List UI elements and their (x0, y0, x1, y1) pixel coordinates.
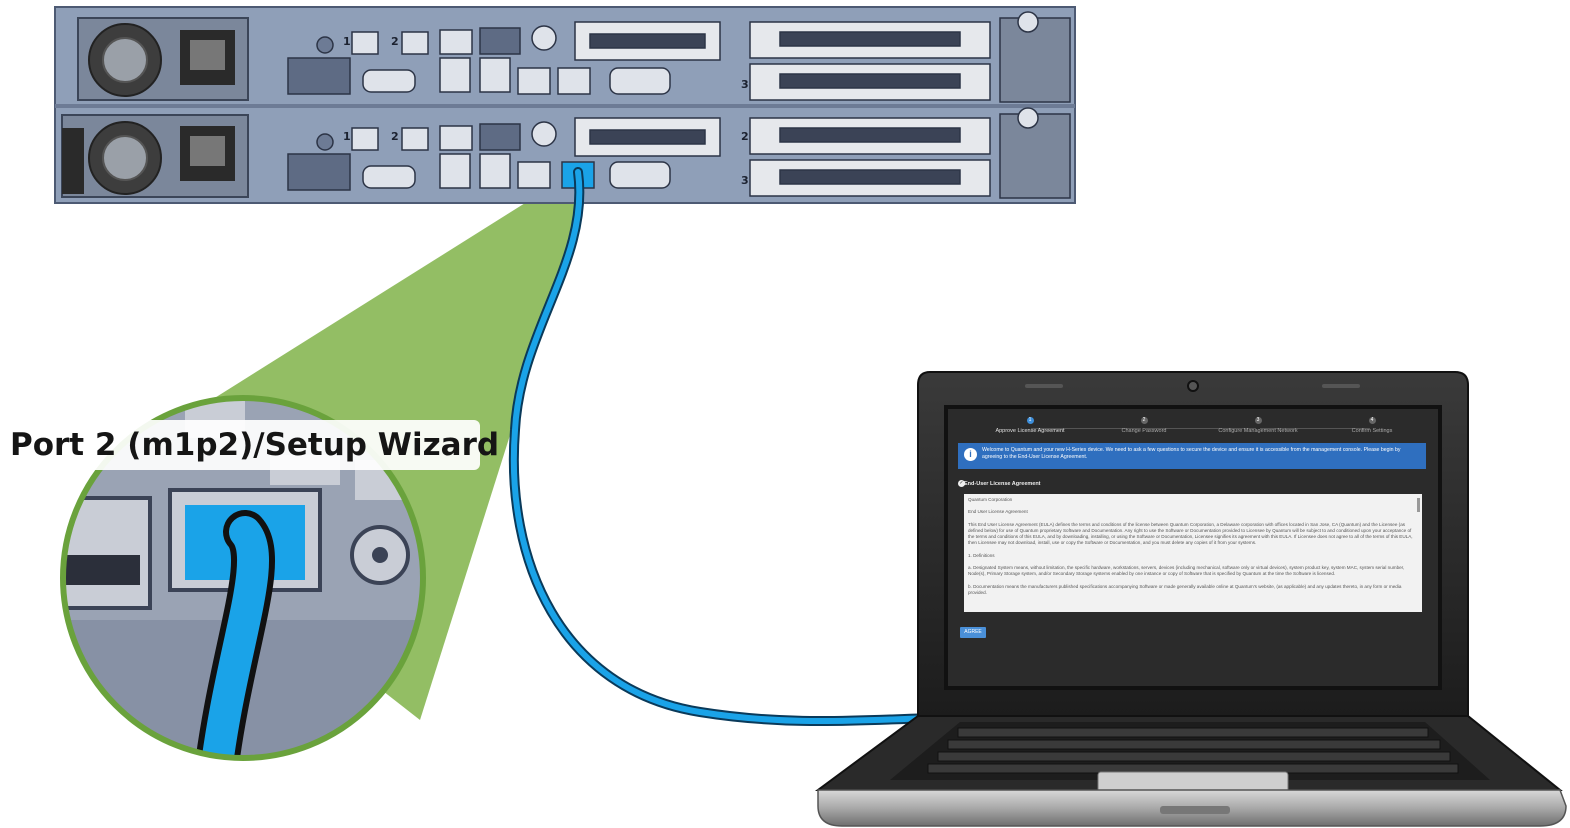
step-confirm-settings: 4 Confirm Settings (1312, 417, 1432, 434)
eula-heading: End-User License Agreement (964, 481, 1041, 487)
step-number-icon: 2 (1140, 417, 1148, 424)
zoom-callout (60, 395, 426, 761)
welcome-banner: i Welcome to Quantum and your new H-Seri… (958, 443, 1426, 469)
io-block-bottom (287, 121, 671, 191)
step-change-password: 2 Change Password (1084, 417, 1204, 434)
network-cable (508, 167, 955, 727)
step-number-icon: 1 (1026, 417, 1034, 424)
step-approve-license: 1 Approve License Agreement (970, 417, 1090, 434)
step-label: Confirm Settings (1351, 428, 1393, 434)
info-icon: i (964, 448, 977, 461)
webcam-icon (1187, 380, 1199, 392)
welcome-text: Welcome to Quantum and your new H-Series… (982, 447, 1401, 460)
eula-paragraph: b. Documentation means the manufacturers… (968, 583, 1402, 595)
step-label: Approve License Agreement (995, 428, 1065, 434)
step-configure-network: 3 Configure Management Network (1198, 417, 1318, 434)
port-number: 1 (343, 35, 351, 48)
server-chassis: 1 2 1 2 3 2 3 (54, 6, 1076, 204)
port-number: 3 (741, 78, 749, 91)
step-number-icon: 3 (1254, 417, 1262, 424)
power-supply-top (77, 17, 249, 101)
keyboard (927, 727, 1459, 774)
port-number: 2 (391, 130, 399, 143)
power-supply-bottom (61, 114, 249, 198)
eula-paragraph: 1. Definitions (968, 552, 995, 558)
io-block-top (287, 25, 671, 95)
laptop-screen: 1 Approve License Agreement 2 Change Pas… (948, 409, 1438, 686)
port-number: 3 (741, 174, 749, 187)
pcie-slots (574, 11, 1071, 199)
port-number: 1 (343, 130, 351, 143)
eula-paragraph: Quantum Corporation (968, 497, 1013, 502)
check-icon: ✓ (958, 480, 965, 487)
eula-paragraph: End User License Agreement (968, 509, 1028, 515)
eula-paragraph: a. Designated System means, without limi… (968, 565, 1405, 577)
scrollbar[interactable] (1417, 498, 1420, 512)
step-number-icon: 4 (1368, 417, 1376, 424)
step-label: Configure Management Network (1218, 428, 1298, 434)
port-numbers: 1 2 1 2 3 2 3 (343, 35, 749, 187)
port-number: 2 (741, 130, 749, 143)
eula-paragraph: This End User License Agreement (EULA) d… (968, 521, 1413, 546)
agree-button[interactable]: AGREE (960, 627, 986, 638)
step-label: Change Password (1121, 428, 1167, 434)
eula-text-box[interactable]: Quantum Corporation End User License Agr… (964, 494, 1422, 612)
port-number: 2 (391, 35, 399, 48)
callout-label: Port 2 (m1p2)/Setup Wizard (2, 420, 499, 470)
setup-steps: 1 Approve License Agreement 2 Change Pas… (948, 417, 1438, 441)
